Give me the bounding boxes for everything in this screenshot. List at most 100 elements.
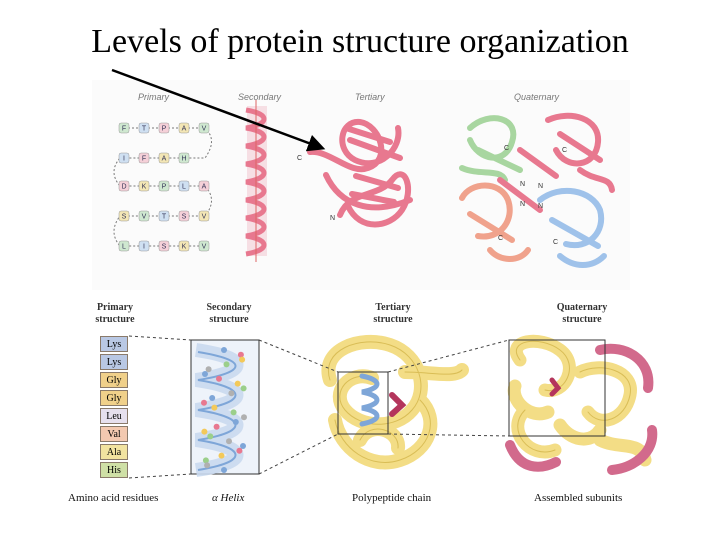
sequence-letter: I: [123, 156, 125, 163]
helix-atom: [230, 409, 237, 416]
helix-atom: [218, 452, 225, 459]
sequence-letter: L: [122, 244, 126, 251]
sequence-bead: [138, 180, 150, 192]
helix-atom: [201, 399, 207, 406]
sequence-bead: [138, 122, 150, 134]
sequence-bead: [158, 122, 170, 134]
secondary-helix-diagram: [245, 100, 267, 262]
sequence-letter: V: [202, 244, 207, 251]
helix-atom: [240, 443, 246, 449]
sequence-letter: S: [122, 214, 127, 221]
sequence-bead: [118, 210, 130, 222]
helix-atom: [240, 385, 247, 392]
secondary-to-tertiary-connectors: [258, 339, 339, 475]
sequence-bead: [158, 152, 170, 164]
sequence-letter: P: [162, 126, 167, 133]
helix-atom: [209, 395, 216, 401]
primary-to-secondary-connectors: [128, 335, 192, 479]
sequence-letter: I: [143, 244, 145, 251]
sequence-letter: P: [162, 184, 167, 191]
quat-c4: C: [553, 239, 558, 246]
sequence-bead: [138, 240, 150, 252]
sequence-bead: [118, 122, 130, 134]
helix-atom: [234, 380, 241, 387]
slide-title: Levels of protein structure organization: [91, 23, 629, 60]
helix-atom: [207, 433, 214, 440]
sequence-bead: [198, 240, 210, 252]
sequence-bead: [198, 180, 210, 192]
helix-atom: [237, 351, 244, 358]
helix-atom: [228, 390, 235, 397]
sequence-letter: A: [182, 126, 187, 133]
label-secondary-top: Secondary: [238, 92, 282, 102]
quat-c2: C: [562, 147, 567, 154]
sequence-letter: L: [182, 184, 186, 191]
caption-polypeptide-chain: Polypeptide chain: [352, 492, 432, 504]
sequence-letter: H: [181, 156, 186, 163]
sequence-bead: [178, 210, 190, 222]
quat-n2: N: [538, 183, 543, 190]
sequence-bead: [178, 240, 190, 252]
sequence-bead: [118, 180, 130, 192]
sequence-letter: F: [142, 156, 146, 163]
sequence-letter: T: [162, 214, 167, 221]
residue-lys-1: Lys: [100, 354, 128, 370]
helix-atom: [204, 462, 211, 469]
helix-atom: [241, 414, 247, 421]
sequence-letter: T: [142, 126, 147, 133]
quat-n3: N: [520, 201, 525, 208]
helix-atom: [202, 371, 208, 377]
helix-atom: [221, 347, 227, 353]
label-quaternary-top: Quaternary: [514, 92, 560, 102]
tertiary-ribbon-diagram: [307, 119, 413, 228]
sequence-bead: [138, 210, 150, 222]
sequence-bead: [158, 240, 170, 252]
residue-ala-6: Ala: [100, 444, 128, 460]
sequence-bead: [198, 122, 210, 134]
sequence-letter: S: [162, 244, 167, 251]
sequence-letter: D: [121, 184, 126, 191]
helix-atom: [226, 438, 232, 445]
residue-his-7: His: [100, 462, 128, 478]
caption-assembled-subunits: Assembled subunits: [534, 492, 623, 504]
helix-atom: [232, 419, 239, 425]
label-primary-top: Primary: [138, 92, 169, 102]
sequence-letter: K: [182, 244, 187, 251]
sequence-bead: [118, 240, 130, 252]
helix-atom: [221, 467, 227, 473]
sequence-bead: [118, 152, 130, 164]
sequence-letter: V: [202, 214, 207, 221]
sequence-letter: A: [162, 156, 167, 163]
sequence-letter: V: [202, 126, 207, 133]
tertiary-to-quaternary-connectors: [387, 339, 510, 437]
quaternary-assembly-diagram: [459, 112, 615, 268]
tertiary-n-terminal: N: [330, 215, 335, 222]
helix-atom: [239, 356, 246, 363]
label-tertiary-top: Tertiary: [355, 92, 385, 102]
helix-atom: [213, 423, 220, 430]
residue-val-5: Val: [100, 426, 128, 442]
caption-amino-acid-residues: Amino acid residues: [68, 492, 159, 504]
residue-gly-2: Gly: [100, 372, 128, 388]
tertiary-c-terminal: C: [297, 155, 302, 162]
quat-n1: N: [520, 181, 525, 188]
sequence-letter: K: [142, 184, 147, 191]
sequence-bead: [178, 122, 190, 134]
quat-c1: C: [504, 145, 509, 152]
helix-atom: [211, 404, 218, 411]
residue-leu-4: Leu: [100, 408, 128, 424]
quat-n4: N: [538, 203, 543, 210]
quat-c3: C: [498, 235, 503, 242]
helix-atom: [216, 375, 222, 382]
residue-lys-0: Lys: [100, 336, 128, 352]
sequence-bead: [178, 180, 190, 192]
helix-atom: [202, 457, 209, 464]
helix-atom: [201, 428, 208, 435]
helix-atom: [223, 361, 230, 368]
sequence-bead: [198, 210, 210, 222]
